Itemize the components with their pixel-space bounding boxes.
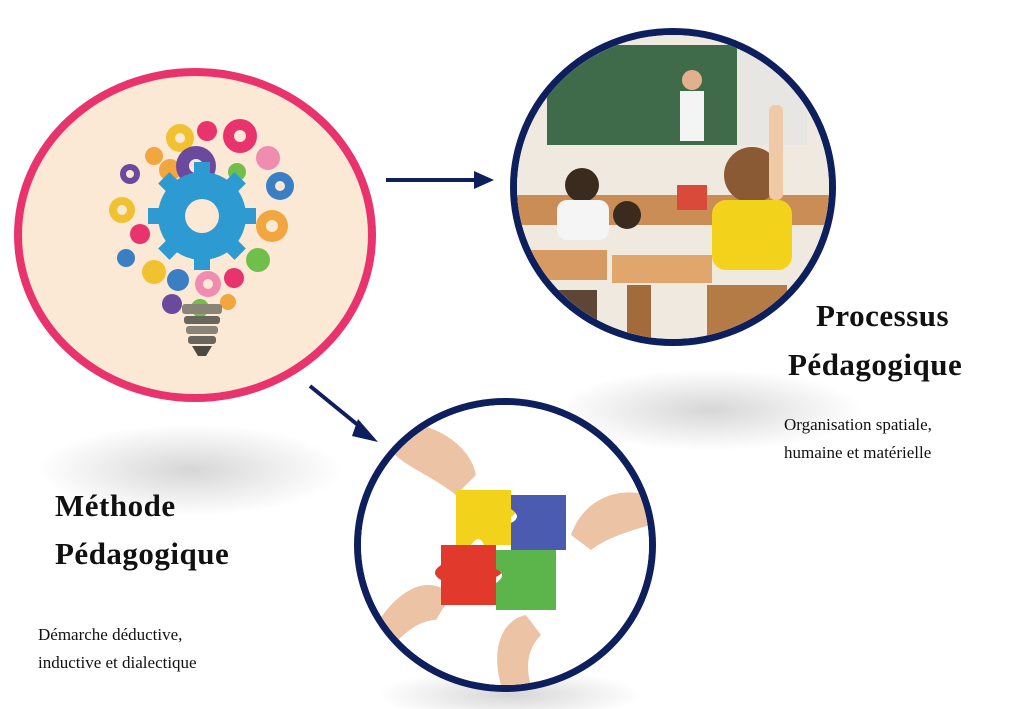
classroom-photo-icon [517, 35, 829, 339]
method-desc-line2: inductive et dialectique [38, 653, 197, 672]
process-circle [510, 28, 836, 346]
shadow-left [40, 425, 340, 515]
main-gear-icon [148, 162, 256, 270]
method-title-line1: Méthode [55, 488, 176, 523]
process-title-line2: Pédagogique [788, 347, 963, 382]
shadow-right [560, 370, 860, 450]
method-title-line2: Pédagogique [55, 536, 230, 571]
method-circle [354, 398, 656, 692]
process-desc-line2: humaine et matérielle [784, 443, 932, 462]
puzzle-hands-icon [361, 405, 649, 685]
arrow-to-method [308, 384, 378, 442]
puzzle-pieces-icon [435, 490, 566, 610]
bulb-base-icon [182, 304, 222, 356]
process-desc-line1: Organisation spatiale, [784, 415, 932, 434]
arrow-to-process [386, 171, 494, 189]
method-desc-line1: Démarche déductive, [38, 625, 183, 644]
idea-circle [14, 68, 376, 402]
gear-lightbulb-icon [109, 119, 294, 356]
process-title-line1: Processus [816, 298, 950, 333]
